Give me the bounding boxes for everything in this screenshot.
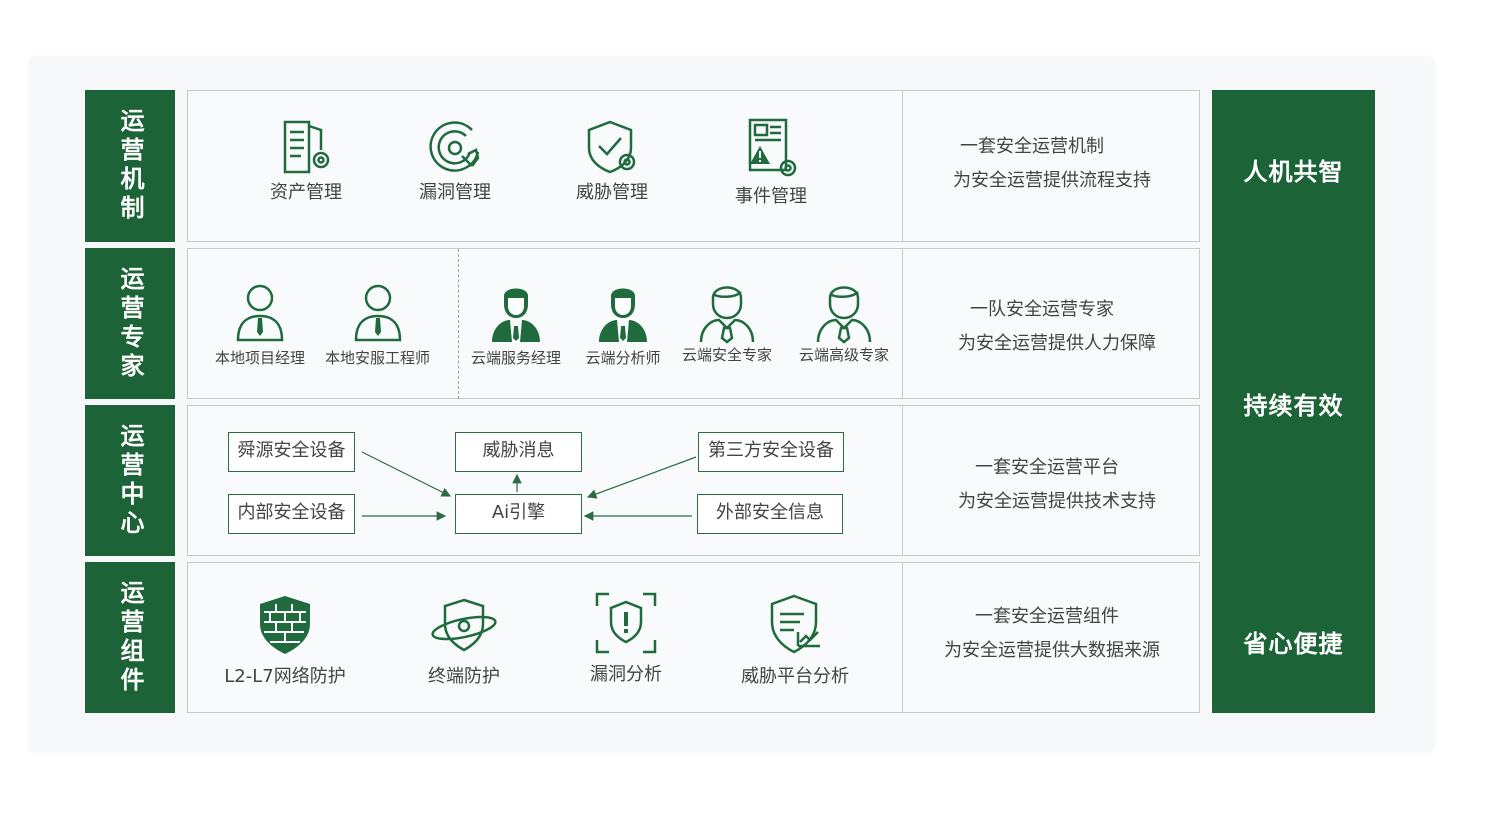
arrow bbox=[586, 456, 697, 499]
item-threat-platform-analysis: 威胁平台分析 bbox=[730, 592, 860, 688]
item-cloud-security-expert: 云端安全专家 bbox=[677, 278, 777, 365]
item-label: 云端安全专家 bbox=[681, 346, 772, 364]
item-network-protection: L2-L7网络防护 bbox=[218, 592, 352, 688]
radar-wrench-icon bbox=[429, 121, 480, 172]
divider bbox=[902, 248, 903, 399]
desc-line: 一套安全运营平台 bbox=[975, 457, 1119, 478]
item-label: L2-L7网络防护 bbox=[224, 666, 346, 687]
item-label: 云端分析师 bbox=[585, 349, 661, 367]
desc-line: 一队安全运营专家 bbox=[970, 299, 1114, 320]
divider bbox=[902, 90, 903, 242]
item-label: 本地安服工程师 bbox=[324, 349, 430, 367]
desc-components: 一套安全运营组件 为安全运营提供大数据来源 bbox=[904, 600, 1200, 668]
expert-outline-icon bbox=[699, 286, 755, 344]
row-box-experts bbox=[187, 248, 1200, 399]
side-label-mechanism: 运营机制 bbox=[85, 90, 175, 242]
desc-line: 为安全运营提供人力保障 bbox=[958, 333, 1156, 354]
node-shunyuan-device: 舜源安全设备 bbox=[228, 432, 355, 472]
row-box-center bbox=[187, 405, 1200, 556]
item-asset-management: 资产管理 bbox=[256, 116, 356, 204]
item-label: 本地项目经理 bbox=[214, 349, 305, 367]
desc-mechanism: 一套安全运营机制 为安全运营提供流程支持 bbox=[904, 130, 1200, 198]
person-outline-icon bbox=[354, 284, 401, 342]
desc-line: 一套安全运营组件 bbox=[975, 606, 1119, 627]
item-vuln-analysis: 漏洞分析 bbox=[576, 590, 676, 686]
expert-outline-icon bbox=[816, 286, 872, 344]
item-local-engineer: 本地安服工程师 bbox=[320, 282, 435, 368]
node-ai-engine: Ai引擎 bbox=[455, 494, 582, 534]
right-column: 人机共智 持续有效 省心便捷 bbox=[1212, 90, 1375, 713]
item-cloud-service-manager: 云端服务经理 bbox=[466, 282, 566, 368]
report-warning-icon bbox=[748, 118, 797, 177]
item-incident-management: 事件管理 bbox=[721, 116, 821, 208]
orbit-shield-icon bbox=[431, 598, 497, 652]
firewall-shield-icon bbox=[260, 596, 310, 654]
shield-chart-icon bbox=[770, 594, 820, 654]
node-internal-device: 内部安全设备 bbox=[228, 494, 355, 534]
businessman-icon bbox=[599, 288, 647, 342]
shield-check-gear-icon bbox=[587, 120, 636, 174]
person-outline-icon bbox=[236, 284, 284, 342]
item-local-pm: 本地项目经理 bbox=[210, 282, 310, 368]
desc-line: 一套安全运营机制 bbox=[960, 136, 1104, 157]
side-label-experts: 运营专家 bbox=[85, 248, 175, 399]
row-box-mechanism bbox=[187, 90, 1200, 242]
divider bbox=[902, 405, 903, 556]
item-label: 云端高级专家 bbox=[798, 346, 889, 364]
node-threat-message: 威胁消息 bbox=[455, 432, 582, 472]
side-label-components: 运营组件 bbox=[85, 562, 175, 713]
businessman-icon bbox=[492, 288, 540, 342]
item-vuln-management: 漏洞管理 bbox=[405, 116, 505, 204]
item-label: 云端服务经理 bbox=[470, 349, 561, 367]
right-label-1: 人机共智 bbox=[1243, 158, 1344, 186]
item-label: 漏洞分析 bbox=[590, 664, 662, 685]
item-threat-management: 威胁管理 bbox=[562, 116, 662, 204]
item-label: 终端防护 bbox=[428, 666, 500, 687]
item-label: 漏洞管理 bbox=[419, 182, 491, 203]
divider bbox=[902, 562, 903, 713]
item-label: 资产管理 bbox=[270, 182, 342, 203]
item-label: 威胁平台分析 bbox=[741, 666, 849, 687]
document-gear-icon bbox=[283, 120, 330, 174]
dashed-divider bbox=[458, 249, 459, 399]
desc-line: 为安全运营提供流程支持 bbox=[953, 170, 1151, 191]
desc-line: 为安全运营提供大数据来源 bbox=[944, 640, 1160, 661]
arrow bbox=[361, 451, 452, 497]
node-external-info: 外部安全信息 bbox=[697, 494, 843, 534]
desc-center: 一套安全运营平台 为安全运营提供技术支持 bbox=[904, 451, 1200, 519]
side-label-center: 运营中心 bbox=[85, 405, 175, 556]
item-endpoint-protection: 终端防护 bbox=[414, 596, 514, 688]
item-cloud-analyst: 云端分析师 bbox=[573, 282, 673, 368]
desc-line: 为安全运营提供技术支持 bbox=[958, 491, 1156, 512]
scan-shield-alert-icon bbox=[595, 592, 657, 654]
right-label-3: 省心便捷 bbox=[1243, 630, 1344, 658]
desc-experts: 一队安全运营专家 为安全运营提供人力保障 bbox=[904, 293, 1200, 361]
item-label: 事件管理 bbox=[735, 186, 807, 207]
right-label-2: 持续有效 bbox=[1243, 392, 1344, 420]
node-third-party-device: 第三方安全设备 bbox=[698, 432, 844, 472]
item-label: 威胁管理 bbox=[576, 182, 648, 203]
item-cloud-senior-expert: 云端高级专家 bbox=[794, 278, 894, 365]
row-box-components bbox=[187, 562, 1200, 713]
